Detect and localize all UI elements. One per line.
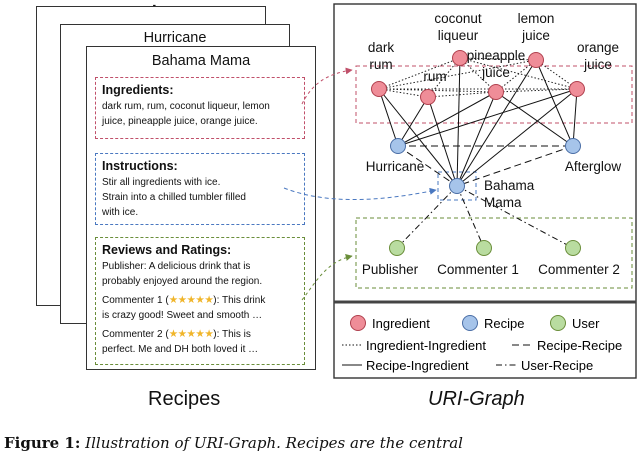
label-coconut-liqueur: liqueur <box>438 28 479 43</box>
label-dark-rum: dark <box>368 40 395 55</box>
node-lemon-juice <box>528 52 544 68</box>
instructions-section: Instructions: Stir all ingredients with … <box>95 153 305 225</box>
label-orange-juice: juice <box>583 57 612 72</box>
label-hurricane: Hurricane <box>366 159 425 174</box>
review-prefix: Commenter 2 ( <box>102 329 169 340</box>
node-afterglow <box>565 138 581 154</box>
instructions-line: with ice. <box>102 207 139 218</box>
label-bahama-mama: Mama <box>484 195 522 210</box>
label-bahama-mama: Bahama <box>484 178 535 193</box>
legend-user-swatch <box>550 315 566 331</box>
node-pineapple-juice <box>488 84 504 100</box>
caption-text: Illustration of URI-Graph. Recipes are t… <box>85 434 463 452</box>
graph-panel-frame <box>333 3 637 379</box>
label-pineapple-juice: juice <box>481 65 510 80</box>
legend: Ingredient Recipe User Ingredient-Ingred… <box>342 315 622 373</box>
legend-recipe-ing-label: Recipe-Ingredient <box>366 358 469 373</box>
review-suffix: ): This drink <box>213 295 266 306</box>
label-orange-juice: orange <box>577 40 619 55</box>
legend-ingredient-label: Ingredient <box>372 316 430 331</box>
review-suffix: ): This is <box>213 329 251 340</box>
card-title: Hurricane <box>143 30 207 46</box>
label-lemon-juice: lemon <box>518 11 555 26</box>
instructions-heading: Instructions: <box>102 159 178 173</box>
recipe-ingredient-edges <box>378 57 578 187</box>
instructions-line: Stir all ingredients with ice. <box>102 177 221 188</box>
node-dark-rum <box>371 81 387 97</box>
card-title: Bahama Mama <box>151 53 251 69</box>
commenter-1-review: Commenter 1 (★★★★★): This drink <box>102 293 298 308</box>
label-afterglow: Afterglow <box>565 159 622 174</box>
label-lemon-juice: juice <box>521 28 550 43</box>
commenter-2-review-text: perfect. Me and DH both loved it … <box>102 344 259 355</box>
legend-recipe-swatch <box>462 315 478 331</box>
label-dark-rum: rum <box>369 57 392 72</box>
label-commenter-1: Commenter 1 <box>437 262 519 277</box>
user-recipe-edges <box>396 185 574 249</box>
node-orange-juice <box>569 81 585 97</box>
ingredient-ingredient-edges <box>378 57 578 98</box>
reviews-link-arrow <box>301 254 353 301</box>
star-rating: ★★★★★ <box>168 328 214 340</box>
publisher-review: Publisher: A delicious drink that is <box>102 261 251 272</box>
node-publisher <box>389 240 405 256</box>
user-group-box <box>355 217 633 289</box>
bahama-focus-box <box>437 171 477 201</box>
ingredients-line: dark rum, rum, coconut liqueur, lemon <box>102 101 270 112</box>
review-prefix: Commenter 1 ( <box>102 295 169 306</box>
caption-label: Figure 1: <box>4 434 81 452</box>
figure-caption: Figure 1: Illustration of URI-Graph. Rec… <box>4 434 463 452</box>
ingredient-group-box <box>355 65 633 124</box>
commenter-2-review: Commenter 2 (★★★★★): This is <box>102 327 298 342</box>
legend-user-recipe-label: User-Recipe <box>521 358 593 373</box>
reviews-section: Reviews and Ratings: Publisher: A delici… <box>95 237 305 365</box>
label-rum: rum <box>423 69 446 84</box>
node-commenter-1 <box>476 240 492 256</box>
label-commenter-2: Commenter 2 <box>538 262 620 277</box>
recipe-card-bahama-mama: Bahama Mama Ingredients: dark rum, rum, … <box>86 46 316 370</box>
label-publisher: Publisher <box>362 262 419 277</box>
ingredients-heading: Ingredients: <box>102 83 174 97</box>
star-rating: ★★★★★ <box>168 294 214 306</box>
recipe-recipe-edges <box>397 145 574 187</box>
ingredients-section: Ingredients: dark rum, rum, coconut liqu… <box>95 77 305 139</box>
legend-user-label: User <box>572 316 600 331</box>
node-coconut-liqueur <box>452 50 468 66</box>
legend-ing-ing-label: Ingredient-Ingredient <box>366 338 486 353</box>
uri-graph-panel-title: URI-Graph <box>428 388 525 410</box>
instructions-line: Strain into a chilled tumbler filled <box>102 192 246 203</box>
reviews-heading: Reviews and Ratings: <box>102 243 232 257</box>
legend-ingredient-swatch <box>350 315 366 331</box>
node-hurricane <box>390 138 406 154</box>
recipes-panel-title: Recipes <box>148 388 221 410</box>
commenter-1-review-text: is crazy good! Sweet and smooth … <box>102 310 263 321</box>
node-bahama-mama <box>449 178 465 194</box>
node-commenter-2 <box>565 240 581 256</box>
node-rum <box>420 89 436 105</box>
ingredients-line: juice, pineapple juice, orange juice. <box>102 116 258 127</box>
ingredients-link-arrow <box>301 67 353 105</box>
legend-recipe-recipe-label: Recipe-Recipe <box>537 338 622 353</box>
instructions-link-arrow <box>283 187 437 201</box>
publisher-review: probably enjoyed around the region. <box>102 276 263 287</box>
label-coconut-liqueur: coconut <box>434 11 482 26</box>
legend-recipe-label: Recipe <box>484 316 524 331</box>
label-pineapple-juice: pineapple <box>467 48 526 63</box>
